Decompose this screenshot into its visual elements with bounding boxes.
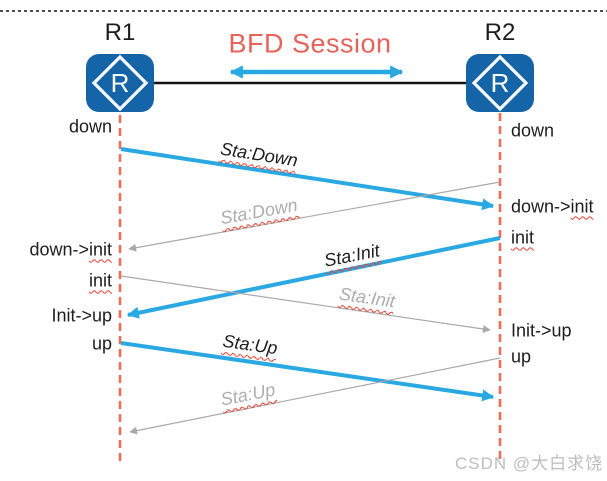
top-dotted-border [0,10,607,12]
r1-title: R1 [104,19,136,46]
r1-state-init-up: Init->up [51,305,112,326]
router-r2-letter: R [491,68,510,98]
router-r2-body [466,54,534,112]
router-r2-diamond [471,54,529,112]
router-r1-icon: R [86,54,154,112]
r1-state-init: init [88,270,112,291]
msg-arrow-sta-up-r1-r2 [120,341,495,402]
msg-arrow-sta-init-r1-r2 [120,275,491,333]
r2-state-down-init: down->init [511,196,594,217]
router-r1-body [86,54,154,112]
msg-arrow-sta-up-r2-r1 [129,357,501,435]
router-r1-letter: R [111,68,130,98]
r2-state-down: down [511,120,555,141]
msg-arrow-sta-down-r1-r2 [120,147,495,211]
r2-state-up: up [511,346,532,367]
session-title: BFD Session [228,28,392,59]
watermark: CSDN @大白求饶 [455,454,604,473]
msg-arrow-sta-down-r2-r1 [128,181,501,252]
r2-state-init: init [511,227,535,248]
r1-state-down-init: down->init [29,239,112,260]
r1-state-down: down [68,116,112,137]
msg-arrow-sta-init-r2-r1 [126,236,501,319]
r1-state-up: up [91,333,112,354]
router-r1-diamond [91,54,149,112]
r2-title: R2 [484,19,516,46]
router-r2-icon: R [466,54,534,112]
r2-state-init-up: Init->up [511,320,572,341]
